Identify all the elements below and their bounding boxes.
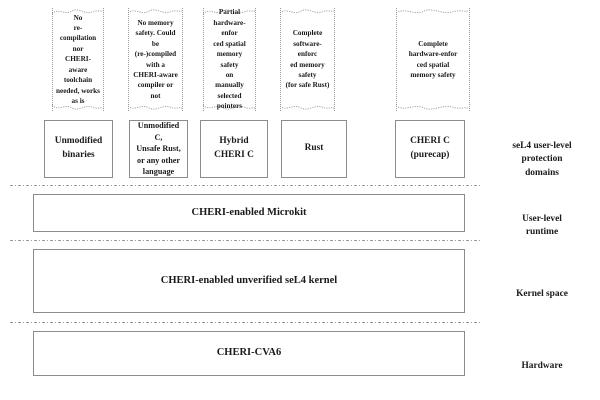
wavy-edge-top-icon	[52, 7, 104, 16]
callout-note-text: No re-compilation nor CHERI-aware toolch…	[56, 13, 100, 106]
layer-box-label: CHERI-CVA6	[216, 347, 282, 359]
wavy-edge-top-icon	[128, 7, 183, 16]
callout-note-text: No memory safety. Could be (re-)compiled…	[133, 18, 178, 100]
protection-domain-hybrid-cheri-c[interactable]: Hybrid CHERI C	[200, 120, 268, 178]
wavy-edge-bottom-icon	[52, 103, 104, 112]
separator-protection-domains-runtime	[10, 185, 482, 186]
protection-domain-cheri-c-purecap[interactable]: CHERI C (purecap)	[395, 120, 465, 178]
side-label-text: Kernel space	[516, 288, 568, 299]
wavy-edge-bottom-icon	[203, 103, 256, 112]
wavy-edge-bottom-icon	[396, 103, 470, 112]
callout-note-text: Complete hardware-enfor ced spatial memo…	[408, 39, 458, 79]
wavy-edge-top-icon	[280, 7, 335, 16]
side-label-text: User-level runtime	[522, 213, 562, 238]
side-label-kernel-space: Kernel space	[489, 274, 595, 301]
wavy-edge-top-icon	[203, 7, 256, 16]
protection-domain-label: Rust	[304, 143, 324, 154]
protection-domain-label: Unmodified C, Unsafe Rust, or any other …	[136, 121, 181, 177]
callout-note-rust: Complete software-enforc ed memory safet…	[280, 8, 335, 111]
protection-domain-unmodified-c[interactable]: Unmodified C, Unsafe Rust, or any other …	[129, 120, 188, 178]
callout-note-unmodified-c: No memory safety. Could be (re-)compiled…	[128, 8, 183, 111]
separator-kernel-hardware	[10, 322, 482, 323]
callout-note-cheri-c-purecap: Complete hardware-enfor ced spatial memo…	[396, 8, 470, 111]
protection-domain-label: Unmodified binaries	[54, 136, 103, 160]
callout-note-hybrid-cheri-c: Partial hardware-enfor ced spatial memor…	[203, 8, 256, 111]
layer-box-label: CHERI-enabled unverified seL4 kernel	[160, 274, 338, 286]
protection-domain-rust[interactable]: Rust	[281, 120, 347, 178]
protection-domain-label: CHERI C (purecap)	[410, 136, 450, 160]
wavy-edge-top-icon	[396, 7, 470, 16]
separator-runtime-kernel	[10, 240, 482, 241]
wavy-edge-bottom-icon	[128, 103, 183, 112]
callout-note-text: Complete software-enforc ed memory safet…	[285, 29, 330, 90]
layer-box-cheri-enabled-sel4-kernel[interactable]: CHERI-enabled unverified seL4 kernel	[33, 249, 465, 313]
side-label-text: Hardware	[521, 360, 563, 371]
side-label-protection-domains: seL4 user-level protection domains	[489, 126, 595, 181]
side-label-user-level-runtime: User-level runtime	[489, 199, 595, 240]
layer-box-cheri-cva6[interactable]: CHERI-CVA6	[33, 331, 465, 376]
side-label-text: seL4 user-level protection domains	[512, 140, 572, 178]
protection-domain-label: Hybrid CHERI C	[214, 136, 254, 160]
callout-note-text: Partial hardware-enfor ced spatial memor…	[213, 8, 246, 111]
protection-domain-unmodified-binaries[interactable]: Unmodified binaries	[44, 120, 113, 178]
layer-box-cheri-enabled-microkit[interactable]: CHERI-enabled Microkit	[33, 194, 465, 232]
layer-box-label: CHERI-enabled Microkit	[191, 206, 307, 218]
side-label-hardware: Hardware	[489, 346, 595, 373]
callout-note-unmodified-binaries: No re-compilation nor CHERI-aware toolch…	[52, 8, 104, 111]
wavy-edge-bottom-icon	[280, 103, 335, 112]
